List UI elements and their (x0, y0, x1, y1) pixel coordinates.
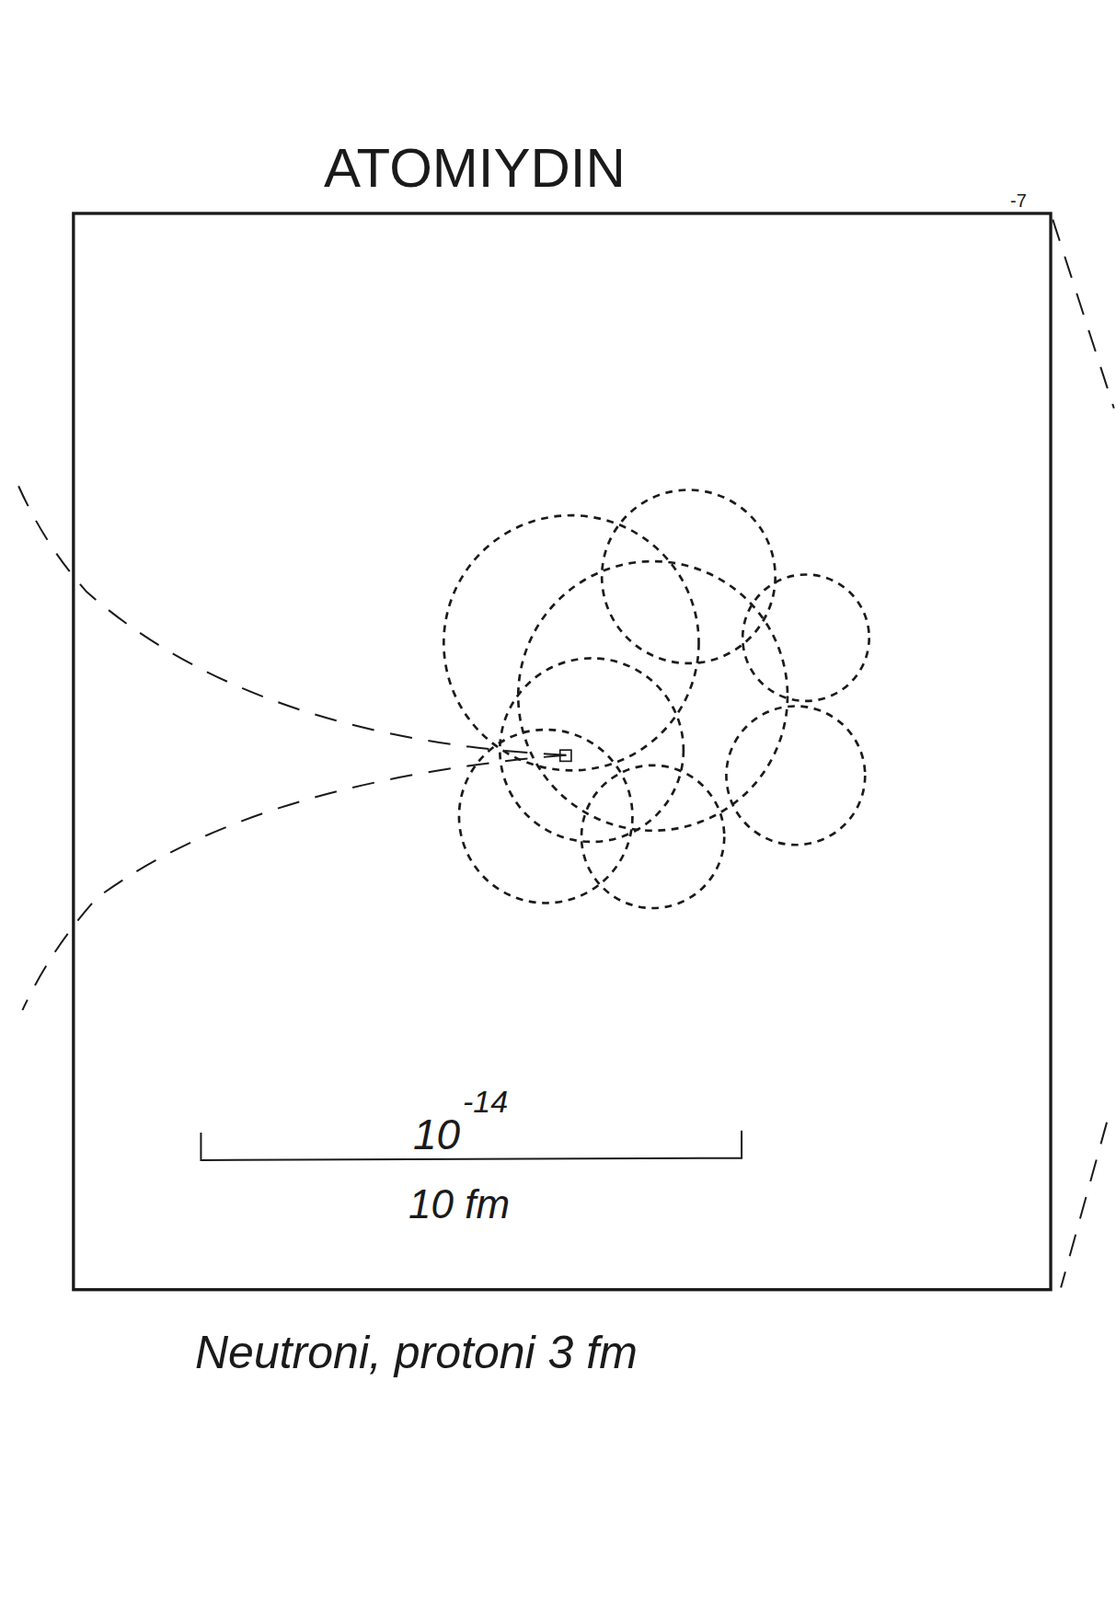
nucleons (443, 489, 869, 909)
frame (73, 213, 1051, 1290)
scale-bar (200, 1130, 742, 1161)
exponent-label: -7 (1010, 191, 1027, 210)
scale-value: 10 (413, 1113, 461, 1156)
caption: Neutroni, protoni 3 fm (195, 1329, 638, 1376)
title: ATOMIYDIN (323, 140, 626, 196)
scale-exponent: -14 (462, 1085, 508, 1117)
scale-unit: 10 fm (408, 1184, 510, 1225)
orbit-lines (11, 219, 1114, 1289)
